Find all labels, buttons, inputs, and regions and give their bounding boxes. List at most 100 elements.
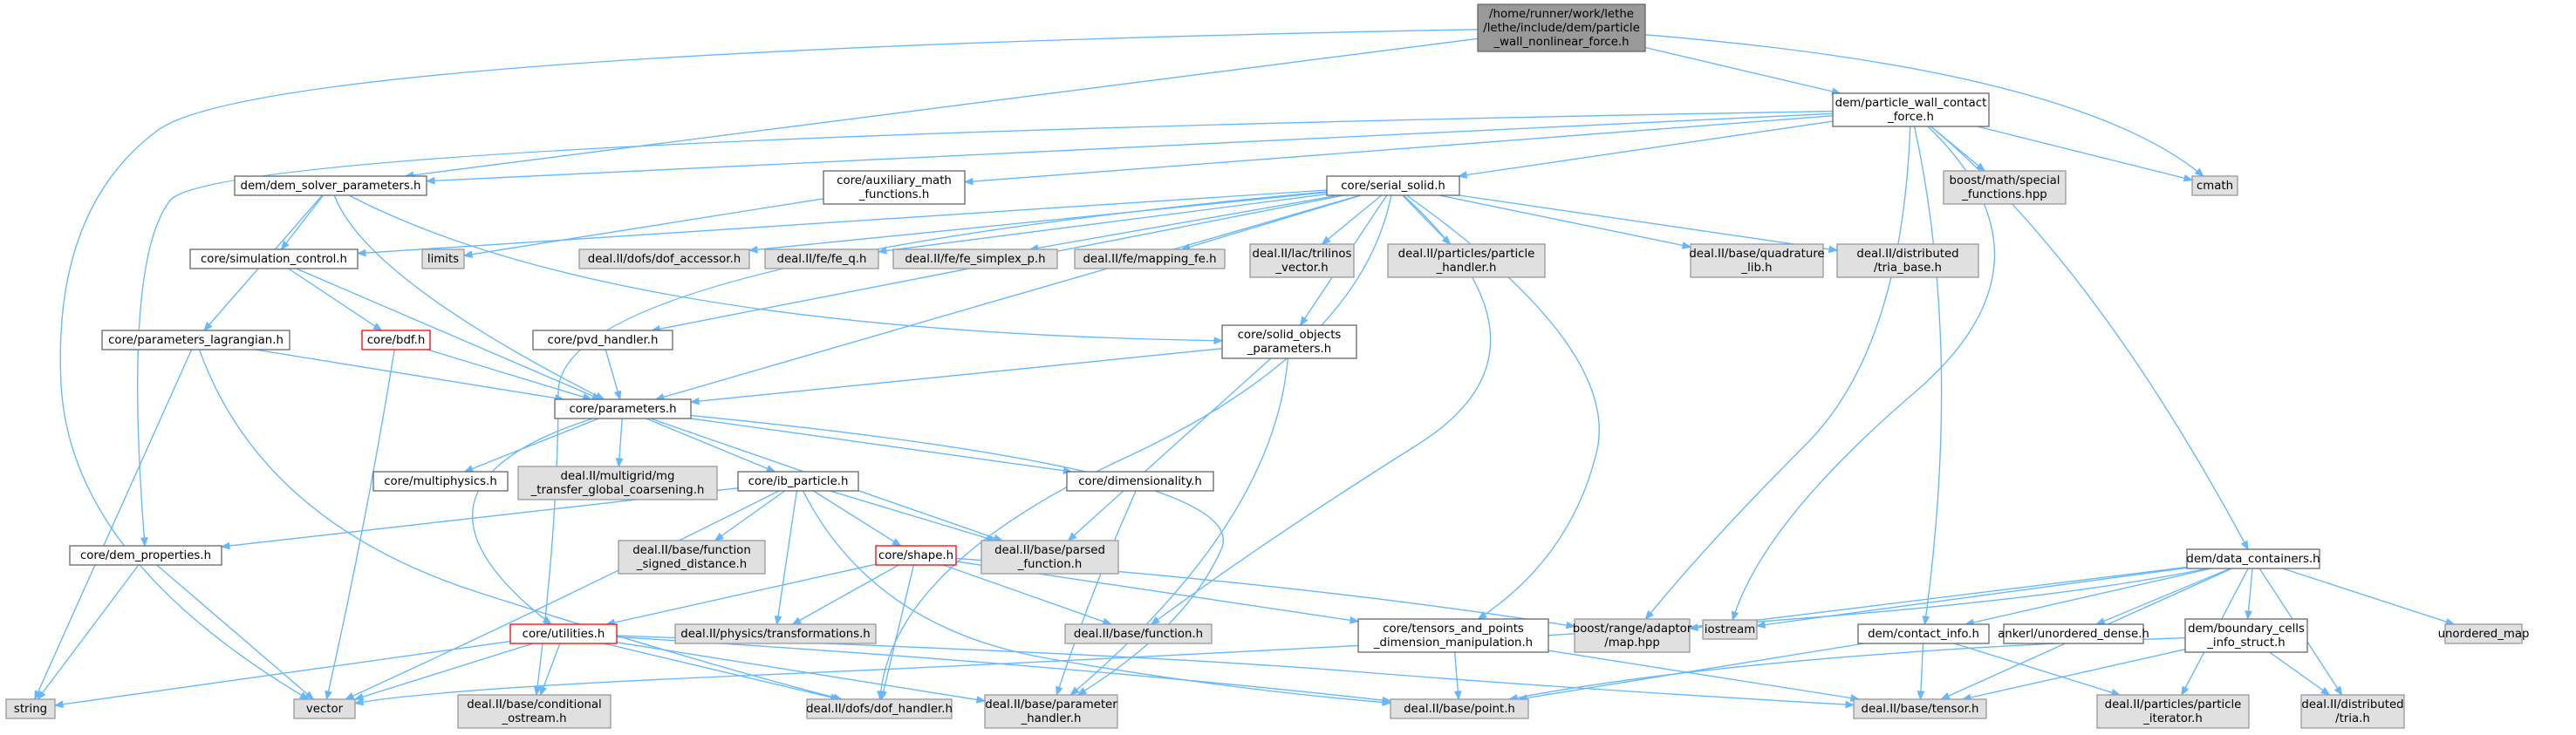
edge-ibp-to-vector xyxy=(345,490,780,700)
node-ddc[interactable]: dem/data_containers.h xyxy=(2186,548,2320,569)
edge-ser-to-triabase xyxy=(1459,194,1838,251)
node-pvd[interactable]: core/pvd_handler.h xyxy=(532,330,673,350)
node-box xyxy=(509,623,618,644)
node-shape[interactable]: core/shape.h xyxy=(875,545,957,566)
node-label: cmath xyxy=(2197,180,2233,193)
node-label: /map.hpp xyxy=(1604,636,1660,650)
node-limits: limits xyxy=(421,248,465,269)
edge-ibp-to-phystr xyxy=(776,490,798,625)
node-label: deal.II/dofs/dof_handler.h xyxy=(806,703,953,716)
node-ibp[interactable]: core/ib_particle.h xyxy=(737,471,859,492)
node-aux[interactable]: core/auxiliary_math_functions.h xyxy=(823,170,966,205)
node-box xyxy=(2003,623,2144,644)
edge-dbc-to-triah xyxy=(2269,651,2330,696)
node-label: boost/range/adaptor xyxy=(1573,623,1692,636)
edge-pwcf-to-dprop xyxy=(137,110,1834,547)
node-root[interactable]: /home/runner/work/lethe/lethe/include/de… xyxy=(1477,3,1646,52)
edge-params-to-multiph xyxy=(464,418,599,473)
arrowhead-params-to-paramh xyxy=(1076,687,1088,696)
arrowhead-params-to-util xyxy=(542,616,552,625)
node-label: core/parameters.h xyxy=(569,403,676,416)
node-ankerl[interactable]: ankerl/unordered_dense.h xyxy=(1998,623,2149,644)
edge-simctl-to-bdf xyxy=(288,268,382,331)
node-dimen[interactable]: core/dimensionality.h xyxy=(1066,471,1214,492)
edge-util-to-dofh xyxy=(604,643,839,700)
node-label: deal.II/distributed xyxy=(2301,698,2403,711)
arrowhead-dsp-to-plag xyxy=(203,322,213,332)
arrowhead-util-to-tensor xyxy=(1845,700,1855,709)
arrowhead-ibp-to-shape xyxy=(892,538,902,547)
arrowhead-sop-to-paramh xyxy=(1069,686,1080,696)
edge-params-to-dimen xyxy=(690,418,1072,473)
dependency-edges xyxy=(34,29,2456,709)
edge-dci-to-point xyxy=(1518,643,1865,700)
arrowhead-ibp-to-dprop xyxy=(220,541,230,550)
edge-ser-to-dofh xyxy=(879,194,1392,700)
node-fsd: deal.II/base/function_signed_distance.h xyxy=(618,540,766,575)
node-box xyxy=(823,170,966,205)
edge-pwcf-to-dsp xyxy=(426,112,1834,182)
node-vector: vector xyxy=(293,698,356,719)
node-label: deal.II/physics/transformations.h xyxy=(680,628,870,641)
arrowhead-util-to-point xyxy=(1382,696,1392,704)
node-label: /lethe/include/dem/particle xyxy=(1483,22,1640,35)
node-label: deal.II/particles/particle xyxy=(2105,698,2242,711)
node-paramh: deal.II/base/parameter_handler.h xyxy=(984,694,1118,729)
edge-dsp-to-params xyxy=(333,194,605,400)
node-box xyxy=(674,623,877,644)
edge-util-to-point xyxy=(616,636,1391,702)
arrowhead-shape-to-tpdm xyxy=(1349,616,1360,624)
arrowhead-ser-to-dofacc xyxy=(748,245,758,254)
node-dsp[interactable]: dem/dem_solver_parameters.h xyxy=(234,175,427,196)
node-simctl[interactable]: core/simulation_control.h xyxy=(189,248,359,269)
node-label: /tria.h xyxy=(2335,712,2370,725)
edge-plag-to-dofh xyxy=(198,349,842,700)
arrowhead-params-to-multiph xyxy=(463,465,475,473)
node-label: core/parameters_lagrangian.h xyxy=(108,334,284,347)
node-point: deal.II/base/point.h xyxy=(1390,698,1529,719)
node-params[interactable]: core/parameters.h xyxy=(554,398,692,419)
node-box xyxy=(2191,175,2238,196)
arrowhead-sop-to-parsed xyxy=(1067,532,1077,541)
node-box xyxy=(737,471,859,492)
node-label: iostream xyxy=(1705,623,1755,636)
node-box xyxy=(1074,248,1226,269)
node-box xyxy=(1832,92,1990,127)
edge-params-to-paramh xyxy=(690,414,1224,696)
node-label: _signed_distance.h xyxy=(636,558,747,571)
node-dprop[interactable]: core/dem_properties.h xyxy=(69,545,222,566)
node-label: deal.II/fe/fe_simplex_p.h xyxy=(905,253,1045,266)
node-pwcf[interactable]: dem/particle_wall_contact_force.h xyxy=(1832,92,1990,127)
edge-util-to-paramh xyxy=(616,642,986,702)
node-sop[interactable]: core/solid_objects_parameters.h xyxy=(1221,324,1357,359)
node-label: deal.II/fe/fe_q.h xyxy=(777,253,867,266)
node-phystr: deal.II/physics/transformations.h xyxy=(674,623,877,644)
node-ser[interactable]: core/serial_solid.h xyxy=(1326,175,1460,196)
node-feq: deal.II/fe/fe_q.h xyxy=(764,248,879,269)
node-label: _function.h xyxy=(1017,558,1083,571)
node-label: core/tensors_and_points xyxy=(1383,623,1524,636)
node-box xyxy=(1836,243,1979,278)
edge-root-to-pwcf xyxy=(1644,46,1841,94)
edge-pwcf-to-cmath xyxy=(1977,126,2193,181)
node-box xyxy=(189,248,359,269)
arrowhead-ser-to-quadlib xyxy=(1681,242,1692,249)
node-plag[interactable]: core/parameters_lagrangian.h xyxy=(101,330,290,350)
node-boostspec: boost/math/special_functions.hpp xyxy=(1943,170,2067,205)
edge-root-to-cmath xyxy=(1644,34,2204,177)
node-tpdm[interactable]: core/tensors_and_points_dimension_manipu… xyxy=(1357,618,1549,653)
edge-ddc-to-dbc xyxy=(2247,568,2253,620)
node-util[interactable]: core/utilities.h xyxy=(509,623,618,644)
node-label: deal.II/base/parsed xyxy=(994,544,1105,557)
arrowhead-ser-to-func xyxy=(1150,616,1161,625)
node-multiph[interactable]: core/multiphysics.h xyxy=(372,471,509,492)
node-label: deal.II/distributed xyxy=(1856,248,1958,261)
node-bdf[interactable]: core/bdf.h xyxy=(361,330,431,350)
arrowhead-pvd-to-params xyxy=(613,390,622,401)
node-label: _iterator.h xyxy=(2142,712,2203,725)
node-box xyxy=(1702,619,1758,640)
node-dci[interactable]: dem/contact_info.h xyxy=(1857,623,1990,644)
node-dbc[interactable]: dem/boundary_cells_info_struct.h xyxy=(2184,618,2308,653)
node-box xyxy=(1857,623,1990,644)
